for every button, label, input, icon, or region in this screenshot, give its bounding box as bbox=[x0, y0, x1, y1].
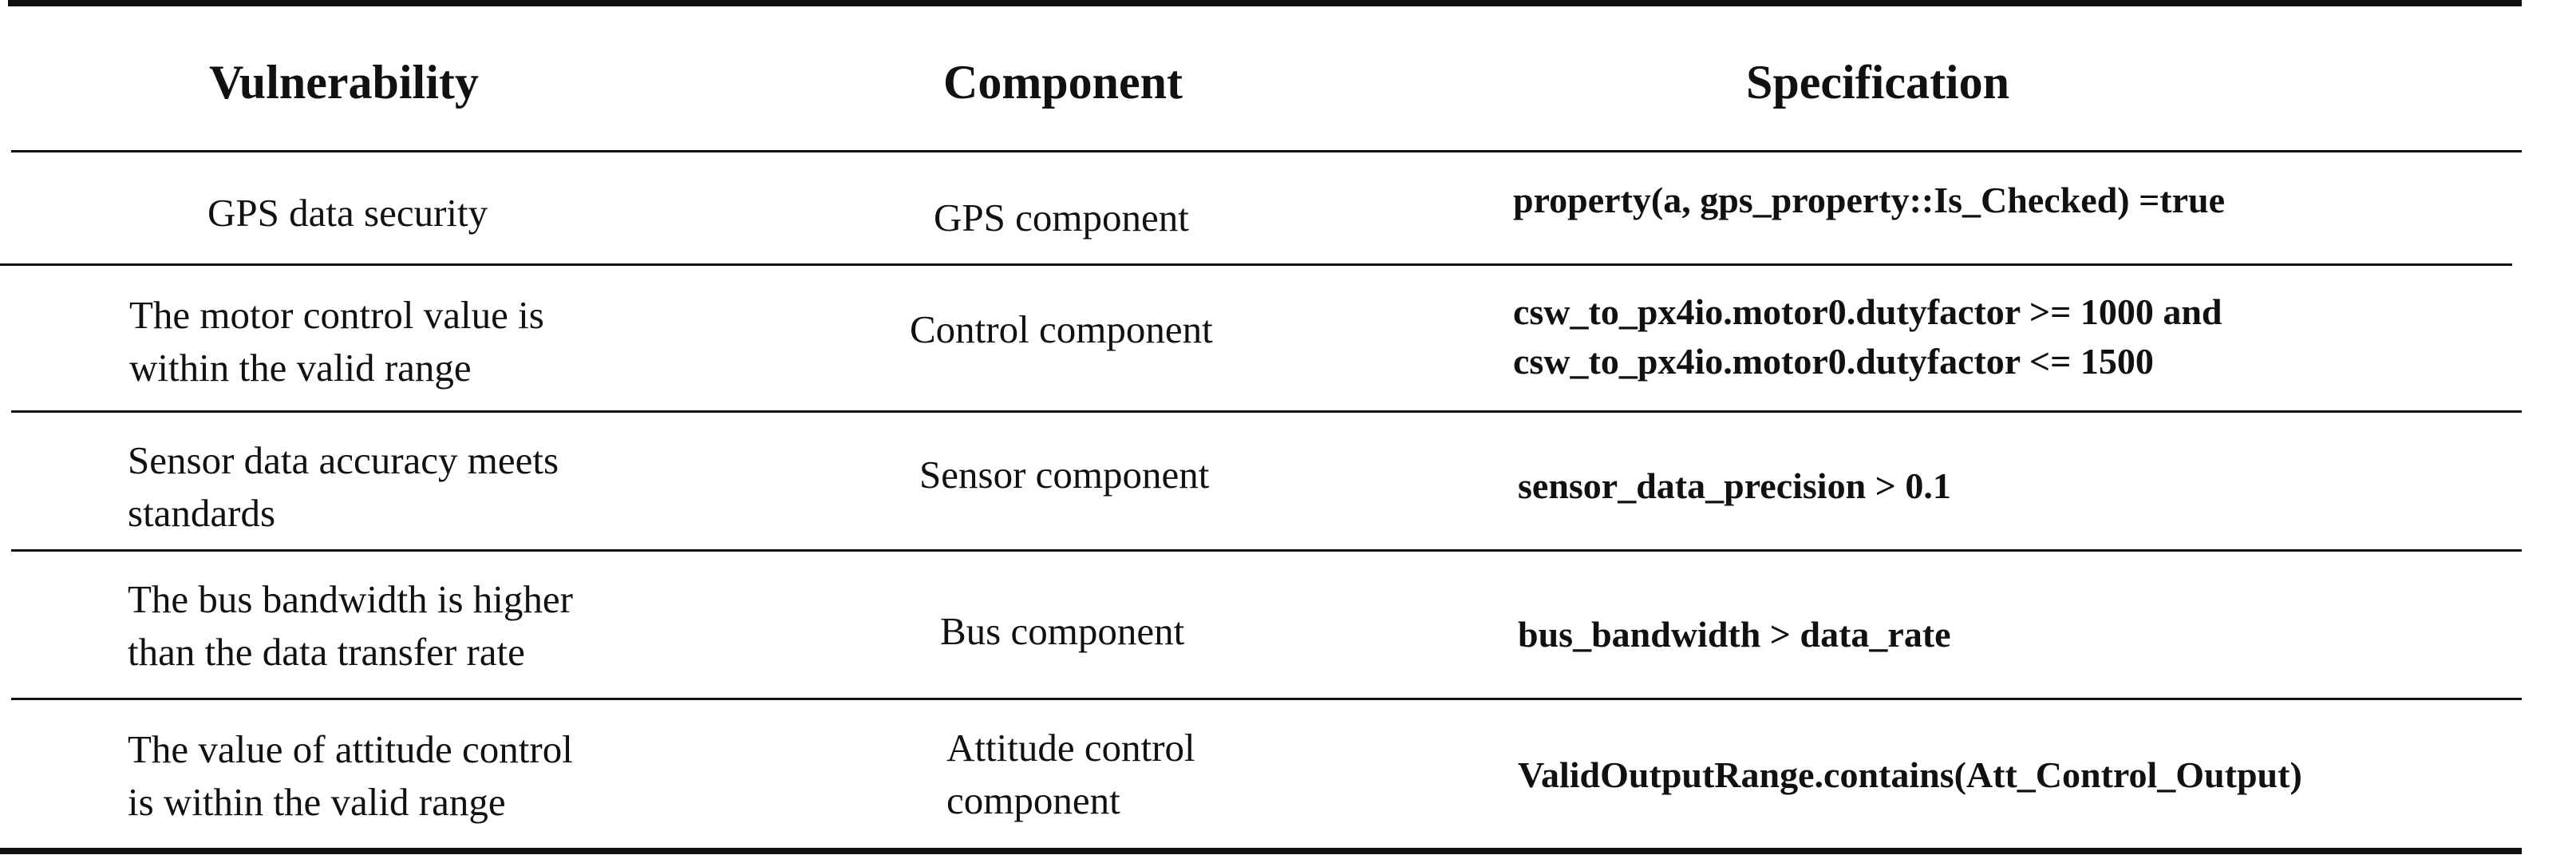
top-rule bbox=[8, 0, 2522, 6]
row-5-vulnerability-line-2: is within the valid range bbox=[128, 780, 506, 824]
bottom-rule bbox=[0, 848, 2522, 854]
row-5-vulnerability-line-1: The value of attitude control bbox=[128, 727, 573, 771]
row-1-component-line-1: GPS component bbox=[934, 196, 1189, 239]
row-2-specification-line-1: csw_to_px4io.motor0.dutyfactor >= 1000 a… bbox=[1513, 291, 2222, 332]
row-3-vulnerability-line-2: standards bbox=[128, 491, 276, 535]
row-3-vulnerability: Sensor data accuracy meets standards bbox=[128, 434, 559, 540]
row-5-component: Attitude control component bbox=[946, 722, 1195, 827]
row-5-specification: ValidOutputRange.contains(Att_Control_Ou… bbox=[1518, 750, 2302, 800]
row-1-specification-line-1: property(a, gps_property::Is_Checked) =t… bbox=[1513, 180, 2226, 220]
row-1-vulnerability-line-1: GPS data security bbox=[207, 191, 488, 235]
row-3-component: Sensor component bbox=[919, 449, 1209, 501]
row-2-specification: csw_to_px4io.motor0.dutyfactor >= 1000 a… bbox=[1513, 287, 2222, 386]
row-4-vulnerability-line-2: than the data transfer rate bbox=[128, 630, 525, 674]
row-2-vulnerability-line-1: The motor control value is bbox=[129, 293, 544, 337]
row-2-specification-line-2: csw_to_px4io.motor0.dutyfactor <= 1500 bbox=[1513, 341, 2154, 382]
header-vulnerability: Vulnerability bbox=[209, 56, 479, 109]
row-5-component-line-1: Attitude control bbox=[946, 726, 1195, 770]
row-1-vulnerability: GPS data security bbox=[207, 187, 488, 239]
row-4-vulnerability-line-1: The bus bandwidth is higher bbox=[128, 577, 573, 621]
row-rule-4 bbox=[11, 698, 2522, 700]
row-5-vulnerability: The value of attitude control is within … bbox=[128, 723, 573, 829]
row-4-vulnerability: The bus bandwidth is higher than the dat… bbox=[128, 573, 573, 679]
row-5-specification-line-1: ValidOutputRange.contains(Att_Control_Ou… bbox=[1518, 754, 2302, 795]
row-1-component: GPS component bbox=[934, 192, 1189, 244]
row-1-specification: property(a, gps_property::Is_Checked) =t… bbox=[1513, 176, 2225, 225]
header-rule bbox=[11, 150, 2522, 152]
row-2-vulnerability-line-2: within the valid range bbox=[129, 346, 472, 390]
row-rule-1 bbox=[0, 263, 2512, 266]
row-3-specification: sensor_data_precision > 0.1 bbox=[1518, 461, 1951, 511]
header-component: Component bbox=[943, 56, 1183, 109]
row-2-component-line-1: Control component bbox=[910, 307, 1213, 351]
row-3-vulnerability-line-1: Sensor data accuracy meets bbox=[128, 438, 559, 482]
row-5-component-line-2: component bbox=[946, 778, 1120, 822]
header-specification: Specification bbox=[1746, 56, 2009, 109]
row-4-component: Bus component bbox=[940, 605, 1184, 658]
row-2-vulnerability: The motor control value is within the va… bbox=[129, 289, 544, 394]
row-rule-2 bbox=[11, 410, 2522, 413]
row-rule-3 bbox=[11, 549, 2522, 552]
row-3-component-line-1: Sensor component bbox=[919, 453, 1210, 497]
row-4-component-line-1: Bus component bbox=[940, 609, 1185, 653]
row-4-specification: bus_bandwidth > data_rate bbox=[1518, 610, 1951, 659]
row-2-component: Control component bbox=[910, 303, 1213, 356]
row-3-specification-line-1: sensor_data_precision > 0.1 bbox=[1518, 465, 1951, 506]
row-4-specification-line-1: bus_bandwidth > data_rate bbox=[1518, 614, 1951, 655]
